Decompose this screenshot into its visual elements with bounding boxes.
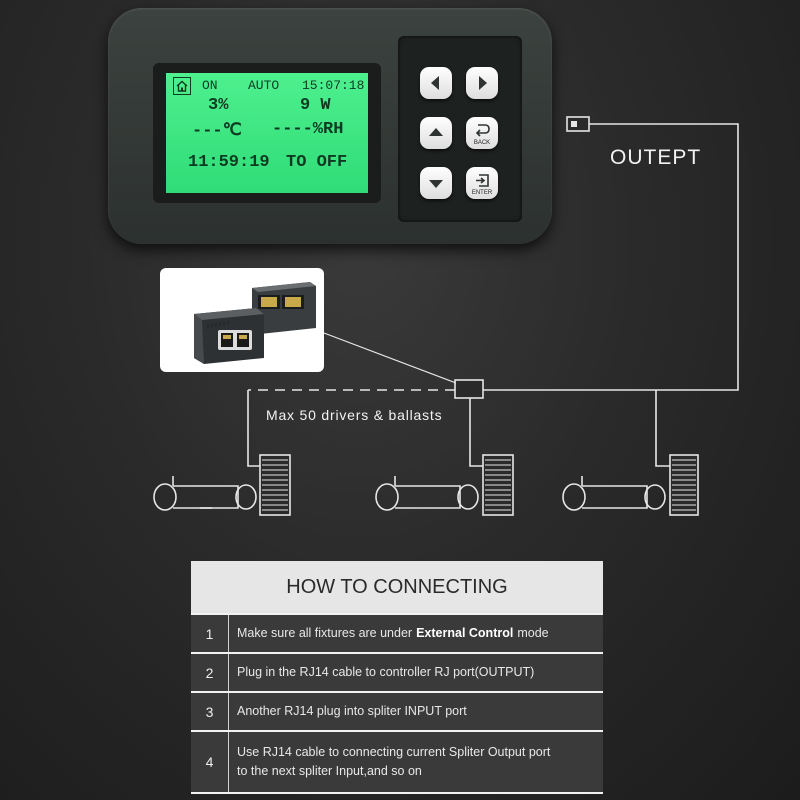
step-row: 4 Use RJ14 cable to connecting current S… (191, 732, 603, 792)
step-row: 2 Plug in the RJ14 cable to controller R… (191, 654, 603, 691)
lcd-countdown: 11:59:19 (188, 153, 270, 172)
drop-line-3 (655, 390, 670, 467)
output-cable (483, 123, 739, 391)
how-to-title: HOW TO CONNECTING (191, 561, 603, 613)
photo-pointer-line (323, 332, 457, 384)
lcd-status: ON (202, 78, 218, 93)
drop-line-2 (469, 398, 483, 467)
home-icon (173, 77, 191, 95)
up-button[interactable] (420, 117, 452, 149)
step-text: Another RJ14 plug into spliter INPUT por… (237, 704, 467, 718)
back-icon (475, 124, 490, 137)
output-label: OUTEPT (610, 146, 702, 169)
step-row: 1 Make sure all fixtures are under Exter… (191, 615, 603, 652)
left-button[interactable] (420, 67, 452, 99)
back-button[interactable]: BACK (466, 117, 498, 149)
lcd-temperature: ---℃ (192, 122, 242, 141)
drop-line-1 (247, 390, 260, 467)
output-port (566, 116, 590, 132)
step-number: 4 (191, 732, 229, 792)
fixture-2 (375, 454, 514, 516)
step-number: 2 (191, 654, 229, 691)
splitter-box (454, 379, 484, 399)
lcd-screen: ON AUTO 15:07:18 3% 9 W ---℃ ----%RH 11:… (166, 73, 368, 193)
arrow-right-icon (479, 76, 487, 90)
step-text-bold: External Control (416, 626, 514, 640)
step-number: 1 (191, 615, 229, 652)
lcd-next-action: TO OFF (286, 153, 348, 172)
how-to-table: HOW TO CONNECTING 1 Make sure all fixtur… (191, 561, 603, 794)
splitter-photo (160, 268, 324, 372)
step-text-after: mode (517, 626, 549, 640)
max-drivers-label: Max 50 drivers & ballasts (266, 407, 443, 423)
lcd-clock: 15:07:18 (302, 78, 365, 93)
back-button-label: BACK (473, 140, 491, 146)
right-button[interactable] (466, 67, 498, 99)
arrow-up-icon (429, 128, 443, 136)
controller-device: ON AUTO 15:07:18 3% 9 W ---℃ ----%RH 11:… (108, 8, 552, 244)
keypad: BACK ENTER (398, 36, 522, 222)
lcd-humidity: ----%RH (272, 120, 344, 139)
step-text: Make sure all fixtures are under Externa… (237, 615, 597, 652)
fixture-3 (562, 454, 699, 516)
step-text: Use RJ14 cable to connecting current Spl… (237, 732, 597, 792)
lcd-dim-level: 3% (208, 96, 229, 115)
enter-button-label: ENTER (471, 190, 493, 196)
fixture-1 (153, 454, 291, 516)
step-number: 3 (191, 693, 229, 730)
lcd-bezel: ON AUTO 15:07:18 3% 9 W ---℃ ----%RH 11:… (153, 63, 381, 203)
step-text-line-1: Use RJ14 cable to connecting current Spl… (237, 745, 551, 759)
step-text: Plug in the RJ14 cable to controller RJ … (237, 665, 535, 679)
lcd-mode: AUTO (248, 78, 280, 93)
enter-icon (476, 174, 489, 187)
rj-splitter-image (194, 282, 316, 364)
arrow-down-icon (429, 180, 443, 188)
arrow-left-icon (431, 76, 439, 90)
step-row: 3 Another RJ14 plug into spliter INPUT p… (191, 693, 603, 730)
lcd-power: 9 W (300, 96, 331, 115)
output-port-pin (571, 121, 577, 127)
enter-button[interactable]: ENTER (466, 167, 498, 199)
down-button[interactable] (420, 167, 452, 199)
step-text-line-2: to the next spliter Input,and so on (237, 764, 422, 778)
step-text-before: Make sure all fixtures are under (237, 626, 413, 640)
